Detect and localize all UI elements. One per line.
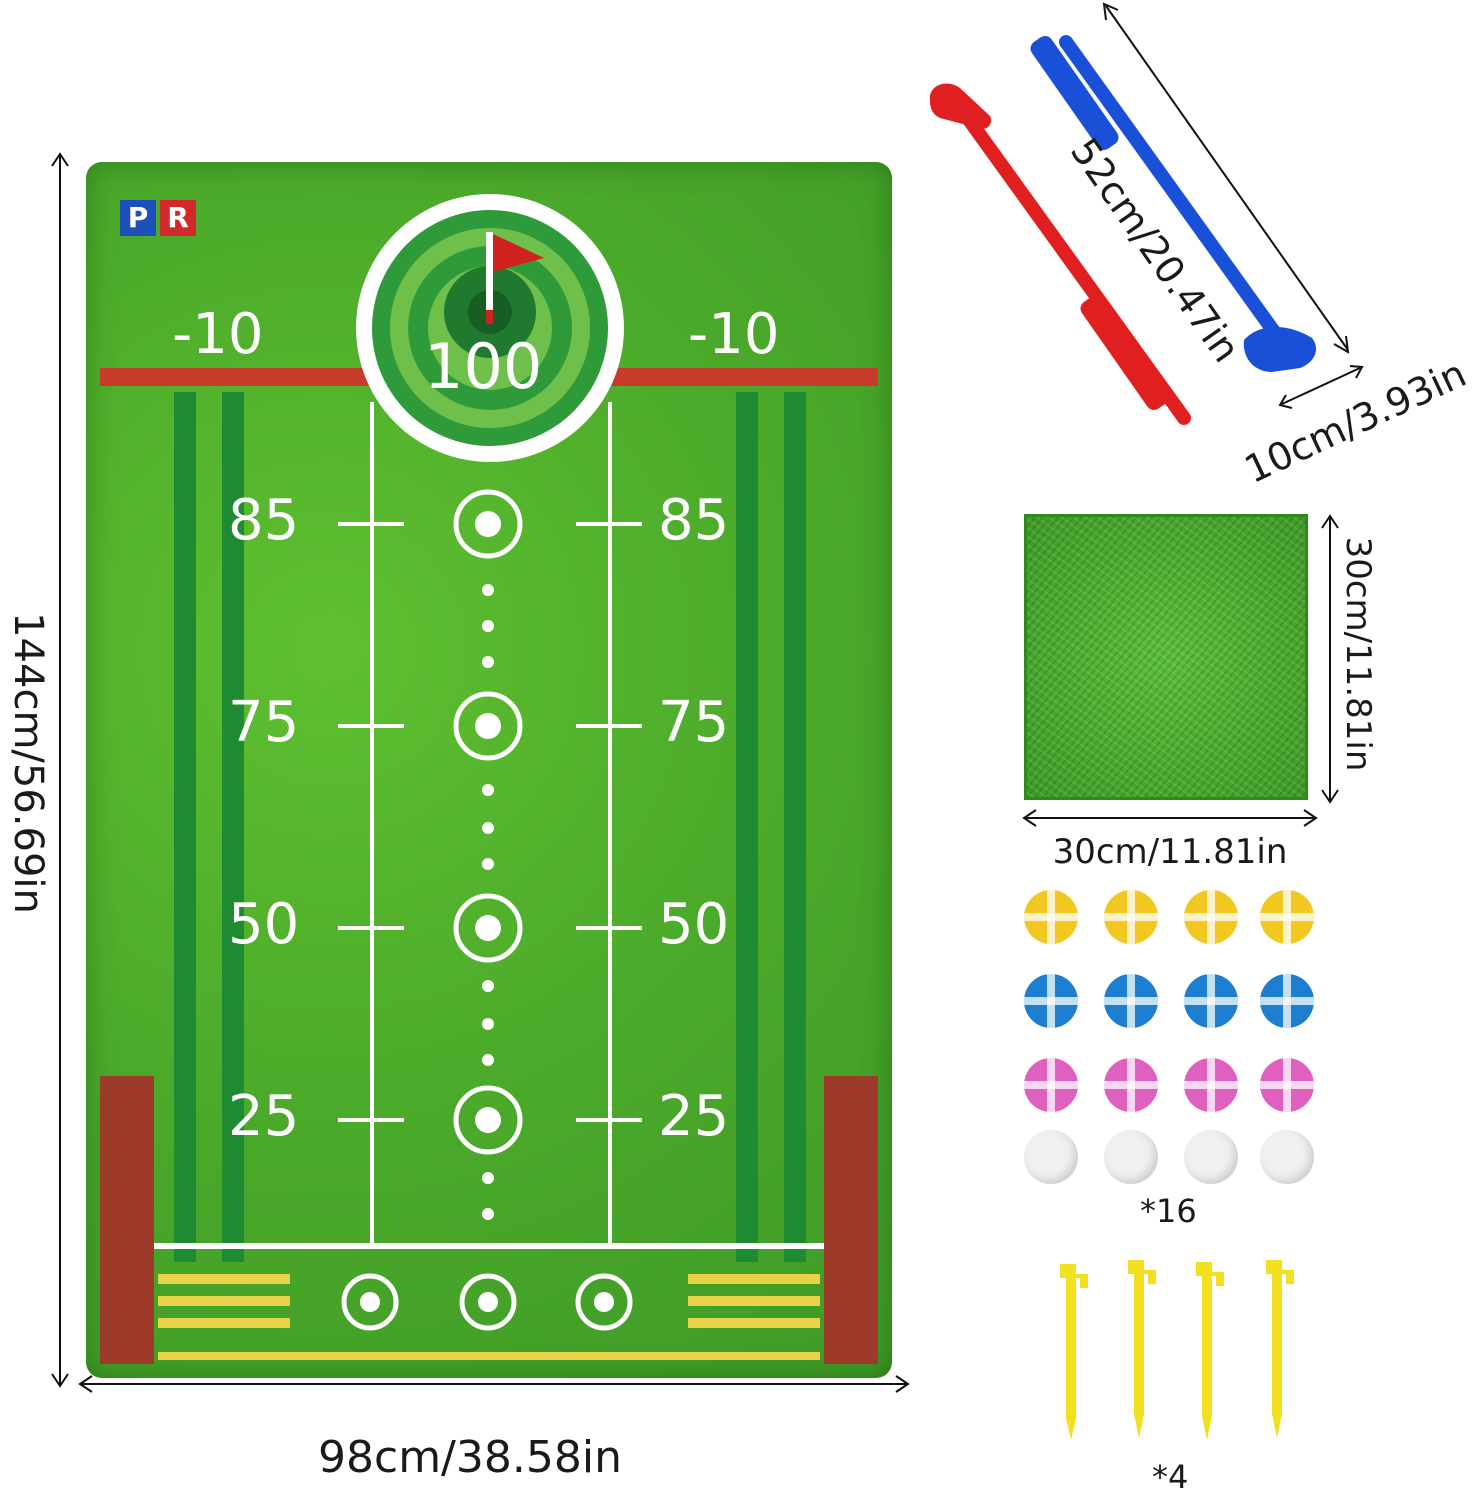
ground-tees: [1060, 1260, 1294, 1440]
tees-count-label: *4: [1152, 1458, 1189, 1496]
white-ball-icon: [1260, 1130, 1314, 1184]
tee-icon: [1128, 1260, 1156, 1438]
yellow-ball-icon: [1184, 890, 1238, 944]
left-brown-block: [100, 1076, 154, 1364]
score-right-minus: -10: [688, 302, 780, 367]
score-75-right: 75: [658, 690, 730, 755]
yellow-ball-icon: [1104, 890, 1158, 944]
balls-count-label: *16: [1140, 1192, 1197, 1230]
pink-ball-icon: [1024, 1058, 1078, 1112]
mat-height-arrow: [51, 152, 69, 1388]
score-25-right: 25: [658, 1084, 730, 1149]
club-head-arrow: [1278, 365, 1364, 409]
red-club-icon: [929, 83, 1191, 425]
score-center-100: 100: [424, 330, 543, 403]
blue-ball-icon: [1260, 974, 1314, 1028]
target-85: [338, 489, 642, 559]
logo-letter-r: R: [160, 200, 196, 236]
tee-icon: [1060, 1264, 1088, 1440]
turf-width-arrow: [1022, 809, 1318, 827]
score-85-right: 85: [658, 488, 730, 553]
white-ball-icon: [1024, 1130, 1078, 1184]
score-75-left: 75: [228, 690, 300, 755]
mat-graphics: [100, 194, 878, 1364]
club-length-arrow: [1102, 2, 1350, 354]
hitting-turf-mat: [1024, 514, 1308, 800]
golf-clubs: [929, 2, 1364, 425]
blue-ball-icon: [1184, 974, 1238, 1028]
sticky-balls: [1024, 890, 1314, 1190]
pink-ball-icon: [1104, 1058, 1158, 1112]
blue-club-icon: [1030, 35, 1316, 372]
mat-width-label: 98cm/38.58in: [318, 1432, 622, 1483]
right-stripes: [736, 392, 806, 1262]
top-target: [356, 194, 624, 462]
target-50: [338, 893, 642, 963]
tee-icon: [1266, 1260, 1294, 1438]
turf-height-arrow: [1321, 514, 1339, 804]
score-25-left: 25: [228, 1084, 300, 1149]
yellow-ball-icon: [1260, 890, 1314, 944]
turf-height-label: 30cm/11.81in: [1338, 536, 1378, 772]
blue-ball-icon: [1104, 974, 1158, 1028]
blue-ball-icon: [1024, 974, 1078, 1028]
pink-ball-icon: [1260, 1058, 1314, 1112]
score-85-left: 85: [228, 488, 300, 553]
logo-letter-p: P: [120, 200, 156, 236]
score-50-left: 50: [228, 892, 300, 957]
target-25: [338, 1085, 642, 1155]
score-50-right: 50: [658, 892, 730, 957]
tee-icon: [1196, 1262, 1224, 1440]
score-targets: [338, 489, 642, 1155]
start-targets: [341, 1273, 633, 1331]
white-ball-icon: [1184, 1130, 1238, 1184]
pink-ball-icon: [1184, 1058, 1238, 1112]
dotted-path: [482, 584, 494, 1220]
left-stripes: [174, 392, 244, 1262]
golf-chipping-mat: P R: [86, 162, 892, 1378]
turf-width-label: 30cm/11.81in: [1052, 832, 1288, 872]
brand-logo: P R: [120, 200, 196, 236]
mat-width-arrow: [78, 1375, 910, 1393]
yellow-ball-icon: [1024, 890, 1078, 944]
white-ball-icon: [1104, 1130, 1158, 1184]
mat-height-label: 144cm/56.69in: [5, 612, 51, 914]
right-brown-block: [824, 1076, 878, 1364]
flag-icon: [493, 234, 544, 272]
score-left-minus: -10: [172, 302, 264, 367]
target-75: [338, 691, 642, 761]
